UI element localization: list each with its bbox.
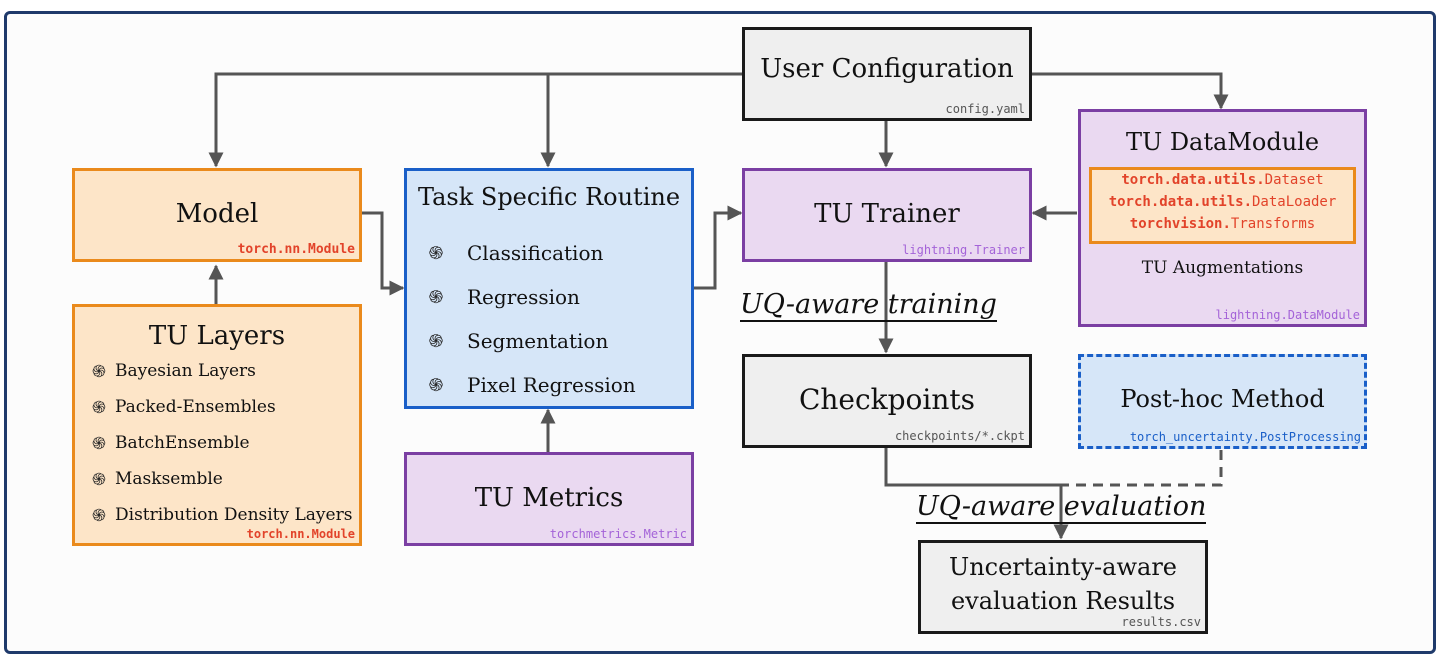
- checkpoints-title: Checkpoints: [798, 383, 976, 416]
- tu-layers-item-label: BatchEnsemble: [115, 432, 250, 453]
- dataset-prefix: torch.data.utils.: [1121, 172, 1265, 188]
- spiral-bullet-icon: ֍: [92, 506, 106, 526]
- spiral-bullet-icon: ֍: [92, 434, 106, 454]
- results-code: results.csv: [1121, 615, 1201, 629]
- post-hoc-title: Post-hoc Method: [1120, 385, 1325, 413]
- uq-aware-evaluation-label: UQ-aware evaluation: [916, 491, 1207, 524]
- tu-layers-item-label: Masksemble: [115, 468, 223, 489]
- arrow-model-to-routine: [361, 211, 405, 296]
- checkpoints-code: checkpoints/*.ckpt: [894, 429, 1025, 443]
- checkpoints-box: Checkpoints checkpoints/*.ckpt: [742, 354, 1032, 448]
- tu-layers-title: TU Layers: [148, 321, 286, 351]
- tu-layers-item: ֍ Masksemble: [87, 467, 223, 491]
- tu-layers-item-label: Bayesian Layers: [115, 360, 256, 381]
- routine-item-label: Classification: [467, 241, 604, 265]
- tu-layers-item: ֍ Packed-Ensembles: [87, 395, 276, 419]
- model-box: Model torch.nn.Module: [72, 168, 362, 262]
- tu-datamodule-title: TU DataModule: [1125, 128, 1320, 156]
- tu-layers-item: ֍ Bayesian Layers: [87, 359, 256, 383]
- results-title-line1: Uncertainty-aware: [948, 553, 1178, 581]
- routine-title: Task Specific Routine: [417, 183, 681, 211]
- dataloader-prefix: torch.data.utils.: [1108, 194, 1252, 210]
- arrow-config-to-model: [208, 72, 744, 168]
- routine-item-label: Pixel Regression: [467, 373, 636, 397]
- transforms-prefix: torchvision.: [1129, 216, 1231, 232]
- dataloader-suffix: DataLoader: [1252, 194, 1337, 210]
- routine-item: ֍ Classification: [423, 241, 604, 265]
- tu-layers-item: ֍ Distribution Density Layers: [87, 503, 353, 527]
- routine-item: ֍ Segmentation: [423, 329, 609, 353]
- tu-trainer-code: lightning.Trainer: [902, 243, 1025, 257]
- task-specific-routine-box: Task Specific Routine ֍ Classification ֍…: [404, 168, 694, 409]
- transforms-line: torchvision.Transforms: [1092, 216, 1353, 232]
- tu-layers-code: torch.nn.Module: [246, 527, 355, 541]
- tu-layers-box: TU Layers ֍ Bayesian Layers ֍ Packed-Ens…: [72, 304, 362, 546]
- arrow-checkpoints-to-results: [884, 448, 1069, 540]
- routine-item: ֍ Regression: [423, 285, 580, 309]
- tu-metrics-title: TU Metrics: [474, 483, 624, 513]
- results-title-line2: evaluation Results: [950, 587, 1176, 615]
- spiral-bullet-icon: ֍: [92, 398, 106, 418]
- tu-augmentations-label: TU Augmentations: [1141, 258, 1304, 278]
- datamodule-inner-box: torch.data.utils.Dataset torch.data.util…: [1089, 167, 1356, 244]
- tu-trainer-box: TU Trainer lightning.Trainer: [742, 168, 1032, 262]
- tu-layers-item-label: Distribution Density Layers: [115, 504, 353, 525]
- uq-aware-training-label: UQ-aware training: [740, 289, 997, 322]
- arrow-posthoc-dashed: [1061, 450, 1223, 487]
- post-hoc-code: torch_uncertainty.PostProcessing: [1129, 430, 1361, 444]
- routine-item-label: Regression: [467, 285, 580, 309]
- tu-datamodule-box: TU DataModule torch.data.utils.Dataset t…: [1078, 109, 1367, 327]
- dataloader-line: torch.data.utils.DataLoader: [1092, 194, 1353, 210]
- spiral-bullet-icon: ֍: [428, 287, 444, 308]
- transforms-suffix: Transforms: [1230, 216, 1316, 232]
- user-configuration-title: User Configuration: [760, 54, 1014, 84]
- tu-layers-item-label: Packed-Ensembles: [115, 396, 276, 417]
- spiral-bullet-icon: ֍: [92, 362, 106, 382]
- post-hoc-method-box: Post-hoc Method torch_uncertainty.PostPr…: [1078, 354, 1367, 449]
- routine-item-label: Segmentation: [467, 329, 609, 353]
- user-configuration-code: config.yaml: [945, 102, 1025, 116]
- model-code: torch.nn.Module: [237, 242, 355, 257]
- tu-datamodule-code: lightning.DataModule: [1215, 308, 1361, 322]
- tu-metrics-code: torchmetrics.Metric: [549, 527, 687, 541]
- user-configuration-box: User Configuration config.yaml: [742, 27, 1032, 121]
- tu-layers-item: ֍ BatchEnsemble: [87, 431, 250, 455]
- spiral-bullet-icon: ֍: [428, 375, 444, 396]
- model-title: Model: [175, 199, 259, 229]
- tu-metrics-box: TU Metrics torchmetrics.Metric: [404, 452, 694, 546]
- routine-item: ֍ Pixel Regression: [423, 373, 636, 397]
- dataset-suffix: Dataset: [1264, 172, 1324, 188]
- spiral-bullet-icon: ֍: [92, 470, 106, 490]
- arrow-routine-to-trainer: [692, 205, 743, 290]
- spiral-bullet-icon: ֍: [428, 243, 444, 264]
- dataset-line: torch.data.utils.Dataset: [1092, 172, 1353, 188]
- results-box: Uncertainty-aware evaluation Results res…: [918, 540, 1208, 634]
- spiral-bullet-icon: ֍: [428, 331, 444, 352]
- arrow-config-to-datamodule: [1031, 72, 1229, 110]
- tu-trainer-title: TU Trainer: [814, 199, 960, 229]
